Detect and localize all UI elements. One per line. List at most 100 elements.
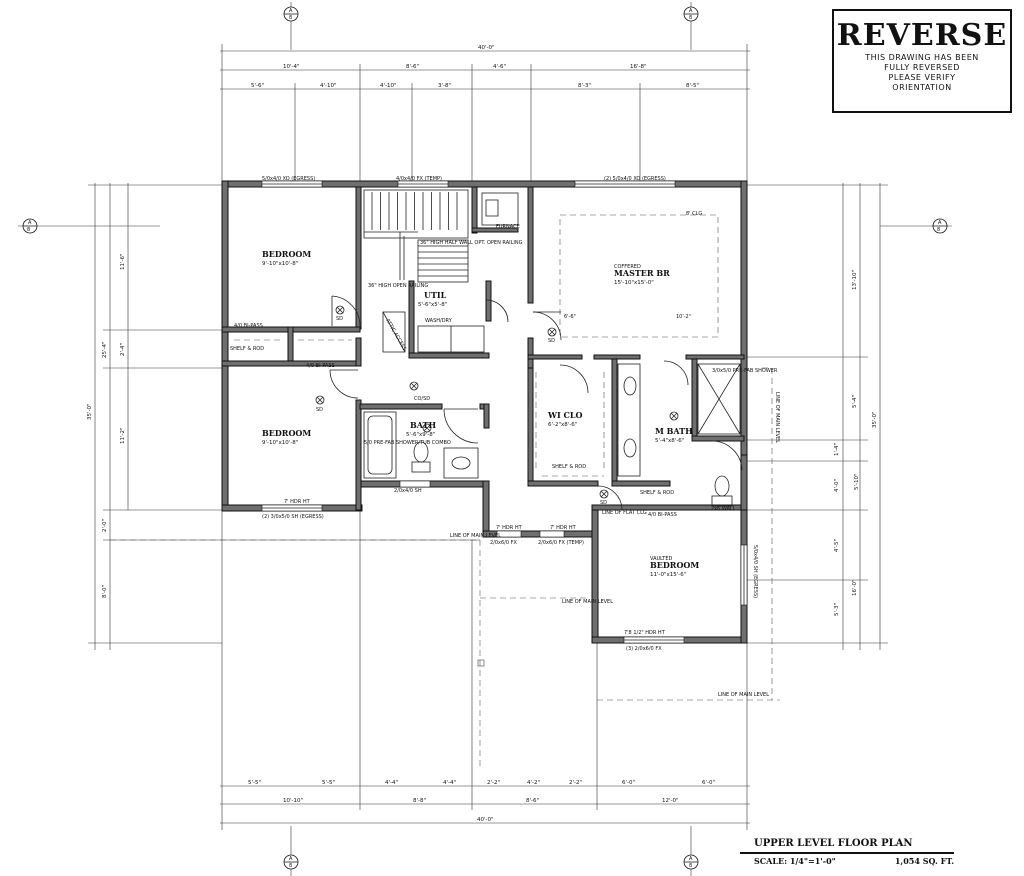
- left-total-dim: 25'-4": [102, 341, 108, 358]
- vaulted-note: VAULTED: [650, 556, 672, 562]
- window-note-bedroom-2: (2) 3/0x5/0 SH (EGRESS): [262, 514, 324, 520]
- window-note-bath: 2/0x4/0 SH: [394, 488, 422, 494]
- top-detail-5: 8'-3": [578, 83, 591, 89]
- room-bedroom-1-size: 9'-10"x10'-8": [262, 261, 298, 267]
- room-master-br: MASTER BR: [614, 268, 670, 278]
- line-main-level-3: LINE OF MAIN LEVEL: [718, 692, 769, 698]
- interior-walls: [221, 186, 745, 511]
- marker-letter: A: [938, 220, 942, 226]
- right-dim-2: 5'-4": [852, 395, 858, 408]
- section-marker-bottom-left: A 8: [283, 826, 299, 876]
- room-bedroom-1: BEDROOM: [262, 249, 311, 259]
- room-vaulted-bedroom-size: 11'-0"x15'-6": [650, 572, 686, 578]
- right-sub-dim: 5'-10": [854, 473, 860, 490]
- room-labels: BEDROOM 9'-10"x10'-8" BEDROOM 9'-10"x10'…: [262, 249, 699, 578]
- top-dim-4: 16'-8": [630, 64, 647, 70]
- room-util: UTIL: [424, 290, 447, 300]
- section-marker-left: A 8: [18, 218, 160, 234]
- reverse-notice: REVERSE THIS DRAWING HAS BEEN FULLY REVE…: [832, 9, 1012, 113]
- fan-icon: [669, 411, 679, 421]
- room-vaulted-bedroom: BEDROOM: [650, 560, 699, 570]
- marker-sheet: 8: [289, 863, 292, 869]
- bottom-detail-6: 4'-2": [527, 780, 540, 786]
- wash-dry-label: WASH/DRY: [425, 318, 453, 324]
- right-dim-3: 1'-4": [834, 443, 840, 456]
- reverse-title: REVERSE: [836, 18, 1008, 53]
- cosd-label: CO/SD: [414, 396, 430, 402]
- marker-letter: A: [28, 220, 32, 226]
- line-flat-clg: LINE OF FLAT CLG: [602, 510, 647, 516]
- header-height-hall-1: 7' HDR HT: [496, 525, 523, 531]
- shelf-rod-label-vault: SHELF & ROD: [640, 490, 674, 496]
- windows: [261, 180, 748, 644]
- bottom-overall-dim: 40'-0": [477, 817, 494, 823]
- room-util-size: 5'-6"x5'-8": [418, 302, 447, 308]
- right-dim-6: 5'-3": [834, 603, 840, 616]
- railing-note-1: 36" HIGH HALF WALL OPT. OPEN RAILING: [420, 240, 523, 246]
- fixtures: [234, 192, 741, 507]
- right-dimensions: 13'-10" 5'-4" 1'-4" 4'-0" 4'-5" 5'-3" 5'…: [747, 183, 888, 650]
- bipass-label-3: 4/0 BI-PASS: [648, 512, 677, 518]
- right-total-dim: 16'-0": [852, 579, 858, 596]
- master-clg-dim-1: 6'-6": [564, 314, 576, 320]
- right-dim-1: 13'-10": [852, 270, 858, 290]
- doors: [329, 295, 743, 511]
- bottom-detail-8: 6'-0": [622, 780, 635, 786]
- plan-scale: SCALE: 1/4"=1'-0": [754, 856, 836, 866]
- section-marker-top-left: A 8: [283, 2, 299, 50]
- master-clg-dim-2: 10'-2": [676, 314, 691, 320]
- marker-sheet: 8: [27, 227, 30, 233]
- bottom-detail-3: 4'-4": [385, 780, 398, 786]
- right-dim-5: 4'-5": [834, 539, 840, 552]
- top-detail-4: 3'-8": [438, 83, 451, 89]
- window-note-vaulted-side: 5/0x4/0 SH (EGRESS): [752, 545, 758, 598]
- left-dim-5: 8'-0": [102, 585, 108, 598]
- bottom-dim-4: 12'-0": [662, 798, 679, 804]
- bottom-detail-5: 2'-2": [487, 780, 500, 786]
- room-bedroom-2: BEDROOM: [262, 428, 311, 438]
- marker-letter: A: [689, 856, 693, 862]
- left-dim-2: 2'-4": [120, 343, 126, 356]
- header-height-vaulted: 7'8 1/2" HDR HT: [624, 630, 666, 636]
- marker-sheet: 8: [289, 15, 292, 21]
- marker-letter: A: [689, 8, 693, 14]
- marker-sheet: 8: [937, 227, 940, 233]
- window-note-hall-2: 2/0x6/0 FX (TEMP): [538, 540, 584, 546]
- room-bedroom-2-size: 9'-10"x10'-8": [262, 440, 298, 446]
- reverse-line-1: THIS DRAWING HAS BEEN: [865, 53, 979, 62]
- bipass-label-1: 4/0 BI-PASS: [234, 323, 263, 329]
- shelf-rod-label-wiclo: SHELF & ROD: [552, 464, 586, 470]
- marker-letter: A: [289, 8, 293, 14]
- left-dim-4: 2'-0": [102, 519, 108, 532]
- room-wi-clo: WI CLO: [547, 410, 583, 420]
- section-marker-right: A 8: [880, 218, 952, 234]
- co-detector-icon: CO/SD: [409, 381, 430, 402]
- shower-label: 3/0x5/0 PRE-FAB SHOWER: [712, 368, 778, 374]
- room-m-bath: M BATH: [655, 426, 693, 436]
- marker-sheet: 8: [689, 863, 692, 869]
- smoke-detector-icon: SD: [599, 489, 609, 506]
- annotations: 5/0x4/0 XO (EGRESS) 4/0x4/0 FX (TEMP) (2…: [230, 176, 780, 698]
- reverse-line-3: PLEASE VERIFY: [888, 73, 956, 82]
- bottom-dim-1: 10'-10": [283, 798, 303, 804]
- top-overall-dim: 40'-0": [478, 45, 495, 51]
- fan-icon: [422, 423, 432, 433]
- window-note-stair: 4/0x4/0 FX (TEMP): [396, 176, 442, 182]
- attic-access-label: ATTIC ACCESS: [384, 318, 407, 352]
- sd-label: SD: [316, 407, 323, 413]
- title-block: UPPER LEVEL FLOOR PLAN SCALE: 1/4"=1'-0"…: [740, 838, 954, 866]
- smoke-detector-icon: SD: [315, 395, 325, 413]
- room-master-br-size: 15'-10"x15'-0": [614, 280, 654, 286]
- bottom-detail-9: 6'-0": [702, 780, 715, 786]
- top-detail-3: 4'-10": [380, 83, 397, 89]
- shower-tub-label: 5/0 PRE-FAB SHOWER/TUB COMBO: [364, 440, 451, 446]
- window-note-hall-1: 2/0x6/0 FX: [490, 540, 518, 546]
- wall-note: 2x6 WALL: [711, 506, 736, 512]
- line-main-level-4: LINE OF MAIN LEVEL: [774, 392, 780, 443]
- sd-label: SD: [336, 316, 343, 322]
- shelf-rod-label: SHELF & ROD: [230, 346, 264, 352]
- line-main-level-1: LINE OF MAIN LEVEL: [450, 533, 501, 539]
- sd-label: SD: [600, 500, 607, 506]
- header-height-hall-2: 7' HDR HT: [550, 525, 577, 531]
